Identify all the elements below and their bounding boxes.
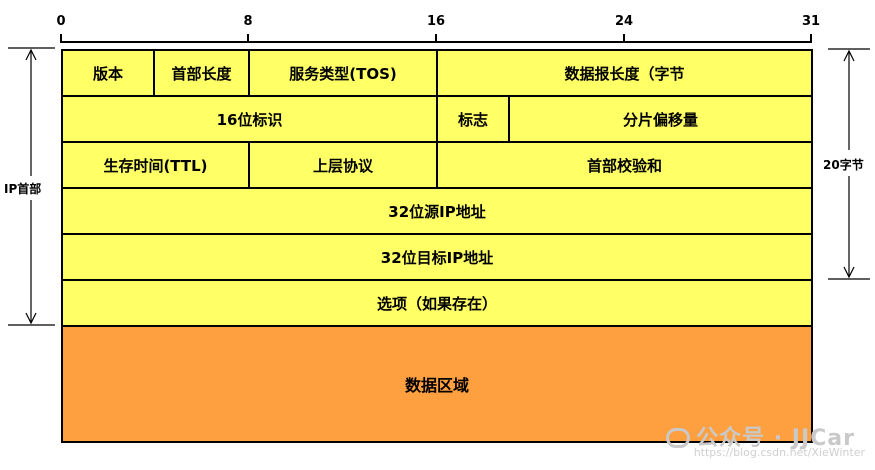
right-span-up-arrowhead	[843, 49, 855, 62]
bit-tick-31	[810, 34, 812, 43]
wechat-icon	[666, 428, 691, 448]
data-area: 数据区域	[61, 325, 813, 443]
watermark-text: 公众号 · JJCar	[696, 426, 855, 451]
watermark-url: https://blog.csdn.net/XieWinter	[693, 446, 865, 459]
field-total-length: 数据报长度（字节	[436, 49, 813, 97]
bit-tick-8	[247, 34, 249, 43]
twenty-bytes-span-label: 20字节	[823, 158, 864, 172]
bit-label-31: 31	[801, 14, 821, 29]
field-identification: 16位标识	[61, 95, 438, 143]
bit-tick-24	[623, 34, 625, 43]
left-span-down-arrowhead	[25, 312, 37, 325]
bit-label-16: 16	[426, 14, 446, 29]
field-tos: 服务类型(TOS)	[248, 49, 438, 97]
right-span-down-arrowhead	[843, 266, 855, 279]
bit-label-24: 24	[614, 14, 634, 29]
bit-tick-16	[435, 34, 437, 43]
field-dest-ip: 32位目标IP地址	[61, 233, 813, 281]
ip-header-span-label: IP首部	[4, 182, 42, 196]
watermark: 公众号 · JJCar	[666, 420, 855, 452]
left-span-up-arrowhead	[25, 48, 37, 61]
bit-label-8: 8	[243, 14, 253, 29]
bit-label-0: 0	[56, 14, 66, 29]
bit-tick-0	[60, 34, 62, 43]
